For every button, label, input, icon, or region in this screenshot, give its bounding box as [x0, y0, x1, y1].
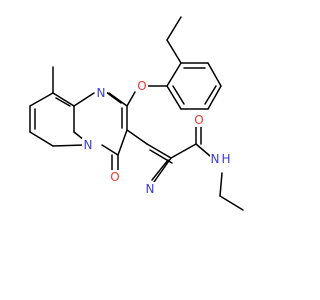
- bond: [52, 92, 75, 107]
- atom-labels-layer: O N N O O N N H: [82, 79, 232, 196]
- bond: [29, 92, 54, 107]
- bond: [166, 39, 182, 64]
- bond: [101, 144, 119, 156]
- molecule-structure: O N N O O N N H: [29, 16, 244, 211]
- bond: [207, 62, 222, 87]
- bond: [219, 195, 244, 211]
- bond: [117, 129, 128, 156]
- bond: [219, 172, 223, 197]
- bond: [105, 91, 122, 104]
- bond: [207, 85, 222, 110]
- atom-label-ether-oxygen: O: [137, 79, 146, 93]
- atom-label-amide-hydrogen: H: [221, 152, 230, 166]
- bond: [108, 92, 128, 107]
- bond: [204, 85, 217, 105]
- bond: [146, 143, 172, 159]
- atom-label-amide-oxygen: O: [194, 113, 203, 127]
- atom-label-bridge-nitrogen: N: [84, 138, 93, 152]
- bond: [170, 143, 197, 159]
- bond: [126, 91, 136, 107]
- bonds-layer: [29, 16, 244, 211]
- bond: [52, 144, 85, 147]
- atom-label-cyano-nitrogen: N: [146, 182, 155, 196]
- bond: [153, 157, 172, 183]
- bond: [55, 97, 71, 107]
- bond: [73, 92, 95, 107]
- bond: [151, 159, 169, 181]
- bond: [126, 129, 148, 145]
- bond: [166, 85, 182, 110]
- bond: [166, 16, 182, 41]
- bond: [172, 85, 185, 105]
- atom-label-ring-nitrogen: N: [97, 86, 106, 100]
- atom-label-keto-oxygen: O: [110, 170, 119, 184]
- bond: [29, 131, 54, 147]
- bond: [195, 143, 211, 157]
- atom-label-amide-nitrogen: N: [211, 152, 220, 166]
- bond: [166, 62, 182, 87]
